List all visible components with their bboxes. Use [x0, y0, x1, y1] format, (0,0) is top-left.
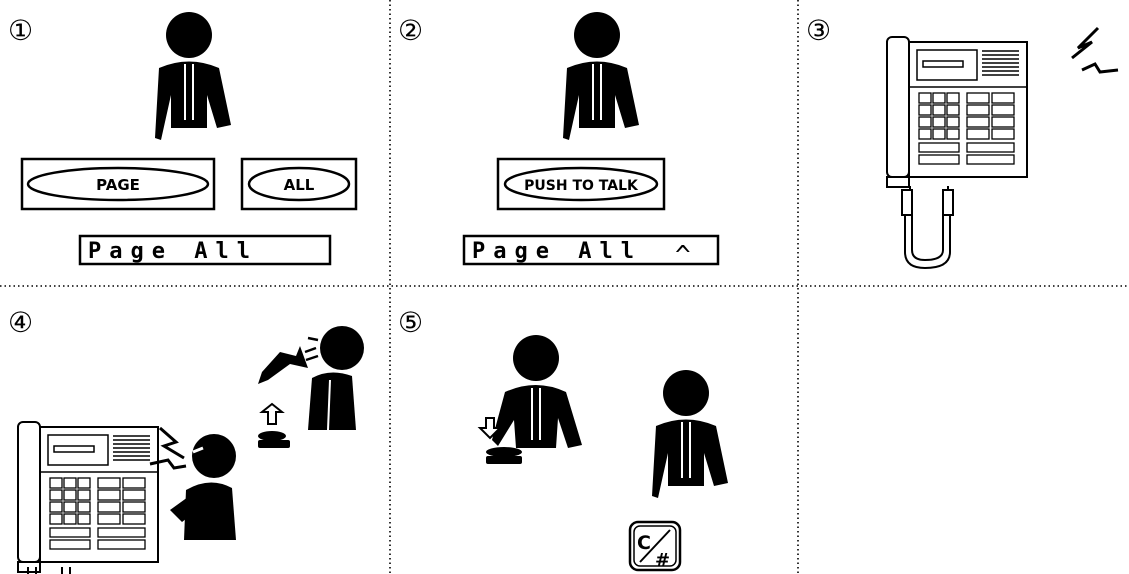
- all-key-label: ALL: [284, 176, 315, 194]
- person-pointing-icon: [563, 12, 639, 140]
- c-hash-key-top: C: [637, 532, 651, 554]
- ringing-icon: [1072, 28, 1118, 72]
- page-key-label: PAGE: [96, 176, 140, 194]
- panel-3: ③: [806, 14, 1118, 268]
- hookswitch-icon: [486, 447, 522, 464]
- c-hash-key: C #: [630, 522, 680, 571]
- step-number-2: ②: [398, 14, 423, 47]
- push-to-talk-label: PUSH TO TALK: [524, 178, 639, 194]
- person-listening-icon: [170, 434, 236, 540]
- person-pointing-icon: [652, 370, 728, 498]
- arrow-up-icon: [262, 404, 282, 424]
- step-number-1: ①: [8, 14, 33, 47]
- handset-cord-icon: [902, 186, 953, 268]
- panel-5: ⑤ C #: [398, 306, 728, 571]
- handset-icon: [258, 346, 308, 384]
- lcd-display-text: Page All: [88, 239, 258, 264]
- person-pointing-icon: [155, 12, 231, 140]
- lcd-display-text: Page All: [472, 239, 642, 264]
- person-hanging-up-icon: [492, 335, 582, 448]
- lcd-cursor: ^: [675, 241, 691, 271]
- step-number-3: ③: [806, 14, 831, 47]
- panel-1: ① PAGE ALL Page All: [8, 12, 356, 264]
- step-number-5: ⑤: [398, 306, 423, 339]
- hookswitch-icon: [258, 431, 290, 448]
- panel-4: ④: [8, 306, 364, 574]
- panel-2: ② PUSH TO TALK Page All ^: [398, 12, 718, 271]
- step-number-4: ④: [8, 306, 33, 339]
- phone-icon: [887, 37, 1027, 187]
- c-hash-key-bottom: #: [655, 550, 670, 571]
- phone-icon: [18, 422, 158, 572]
